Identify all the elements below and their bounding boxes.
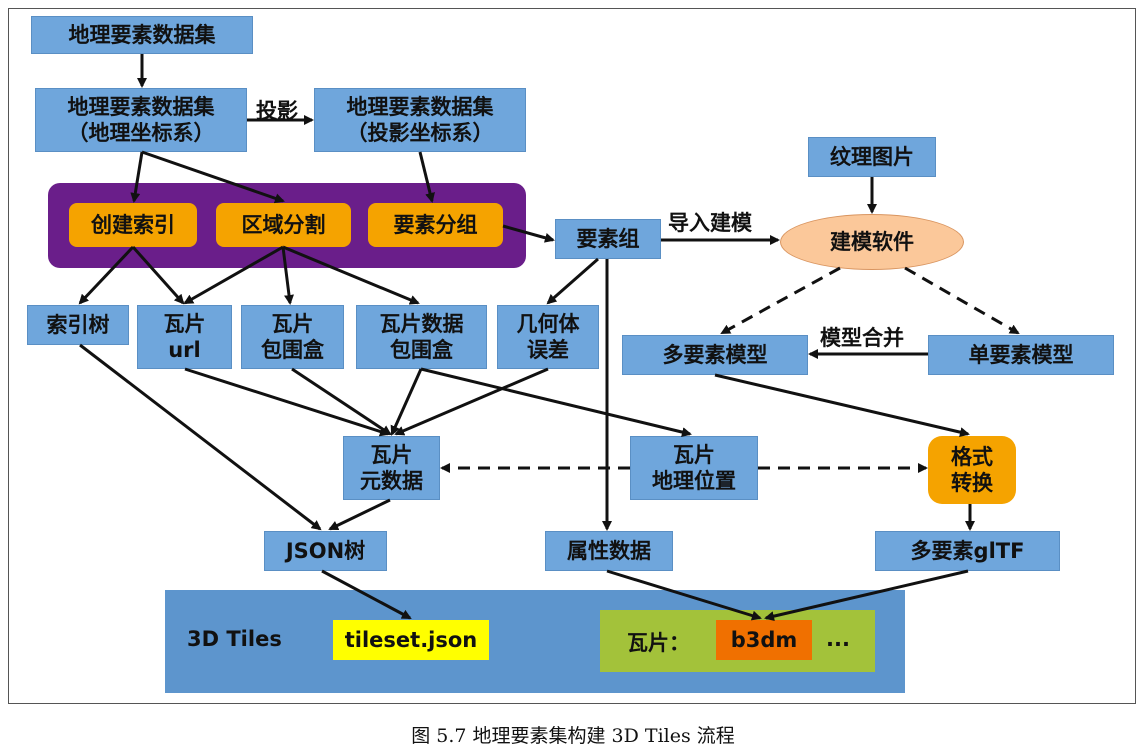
node-format-convert: 格式 转换 [928, 436, 1016, 504]
arrow-tree-to-json [79, 343, 322, 531]
node-dataset-geo: 地理要素数据集 （地理坐标系） [35, 88, 247, 152]
node-feature-set: 要素组 [555, 219, 661, 259]
arrow-group-to-featureset [502, 224, 555, 243]
arrow-split-to-databbox [282, 245, 420, 305]
arrow-featureset-to-geoerror [546, 257, 599, 305]
tile-group-label: 瓦片： [627, 631, 690, 655]
arrow-databbox-to-metadata [390, 368, 423, 436]
arrow-databbox-to-location [420, 367, 692, 437]
node-json-tree: JSON树 [264, 531, 387, 571]
arrow-proj-to-group [418, 151, 435, 203]
node-index-tree: 索引树 [27, 305, 129, 345]
arrow-gltf-to-b3dm [764, 569, 969, 622]
node-tile-bbox: 瓦片 包围盒 [241, 305, 344, 369]
node-single-model: 单要素模型 [928, 335, 1114, 375]
arrow-json-to-tileset [321, 569, 412, 620]
tileset-json-box: tileset.json [333, 620, 489, 660]
node-region-split: 区域分割 [216, 203, 351, 247]
arrow-url-to-metadata [184, 367, 390, 437]
tile-group-ellipsis: ... [826, 627, 850, 651]
arrow-split-to-url [183, 245, 284, 305]
diagram-frame [8, 8, 1136, 704]
edge-label-model-merge: 模型合并 [820, 326, 904, 350]
arrow-multimodel-to-convert [714, 373, 970, 438]
arrow-split-to-bbox [281, 246, 294, 305]
b3dm-box: b3dm [716, 620, 812, 660]
arrow-index-to-tree [78, 245, 135, 305]
dashed-arrow-software-to-multi [720, 266, 841, 335]
node-create-index: 创建索引 [69, 203, 197, 247]
node-dataset: 地理要素数据集 [31, 16, 253, 54]
tiles-panel-title: 3D Tiles [187, 627, 282, 651]
arrow-geoerror-to-metadata [394, 367, 549, 436]
node-texture: 纹理图片 [808, 137, 936, 177]
node-dataset-proj: 地理要素数据集 （投影坐标系） [314, 88, 526, 152]
node-feature-group: 要素分组 [368, 203, 503, 247]
arrow-geo-to-split [141, 150, 285, 204]
node-multi-model: 多要素模型 [622, 335, 808, 375]
edge-label-import-modeling: 导入建模 [668, 211, 752, 235]
figure-caption: 图 5.7 地理要素集构建 3D Tiles 流程 [411, 725, 735, 747]
node-tile-metadata: 瓦片 元数据 [343, 436, 440, 500]
arrow-bbox-to-metadata [291, 367, 392, 436]
node-attribute-data: 属性数据 [545, 531, 673, 571]
arrow-index-to-url [131, 246, 185, 305]
node-tile-url: 瓦片 url [137, 305, 232, 369]
node-geometric-error: 几何体 误差 [497, 305, 599, 369]
arrow-attribute-to-b3dm [606, 569, 762, 621]
node-tile-data-bbox: 瓦片数据 包围盒 [356, 305, 487, 369]
node-modeling-software: 建模软件 [780, 214, 964, 270]
arrow-metadata-to-json [328, 498, 391, 531]
dashed-arrow-software-to-single [904, 266, 1020, 335]
node-tile-location: 瓦片 地理位置 [630, 436, 758, 500]
arrow-geo-to-index [130, 151, 144, 203]
